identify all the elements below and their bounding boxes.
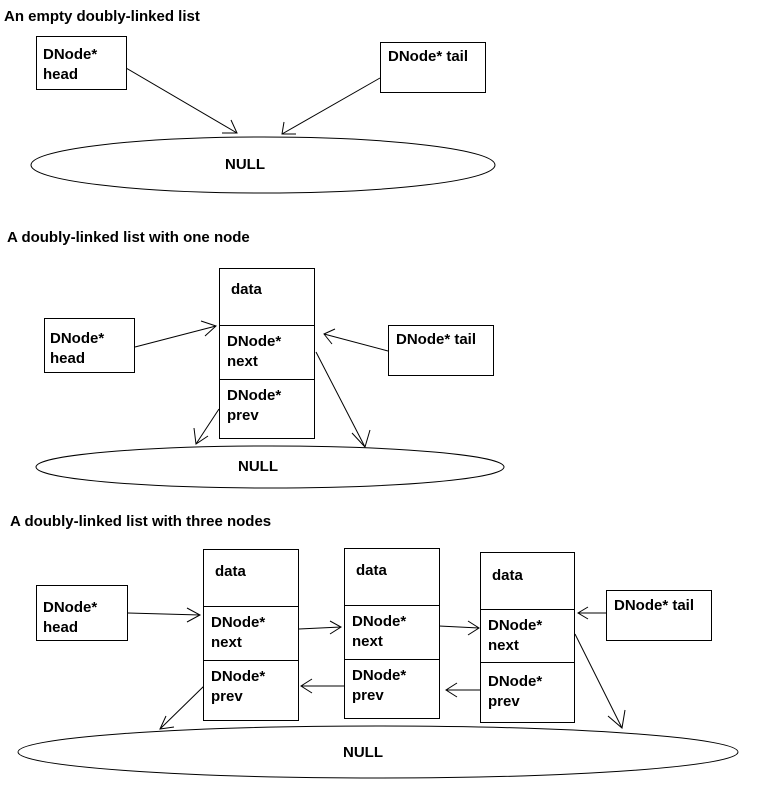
next-to-null-arrow — [315, 351, 366, 448]
node-prev-cell: DNode* prev — [481, 662, 574, 724]
node2-next-arrow — [438, 625, 480, 629]
arrowhead — [159, 715, 175, 730]
head-to-null-arrow — [125, 67, 238, 134]
node1-prev-to-null-arrow — [159, 685, 205, 730]
arrowhead — [300, 678, 313, 694]
node-prev-cell: DNode* prev — [220, 379, 314, 440]
node-prev-cell: DNode* prev — [204, 660, 298, 722]
head-pointer-box: DNode* head — [36, 36, 127, 90]
section-title-empty: An empty doubly-linked list — [4, 8, 200, 25]
node-data-label: data — [231, 281, 262, 298]
arrowhead — [222, 119, 238, 134]
node-data-cell: data — [220, 269, 314, 325]
head-pointer-box: DNode* head — [44, 318, 135, 373]
arrowhead — [467, 620, 480, 636]
tail-pointer-box: DNode* tail — [388, 325, 494, 376]
node-next-label: DNode* next — [488, 617, 543, 654]
tail-pointer-box: DNode* tail — [380, 42, 486, 93]
head-pointer-box: DNode* head — [36, 585, 128, 641]
arrowhead — [186, 607, 202, 623]
tail-to-null-arrow — [281, 77, 381, 135]
node-next-label: DNode* next — [352, 613, 407, 650]
node-next-cell: DNode* next — [481, 609, 574, 662]
list-node: data DNode* next DNode* prev — [219, 268, 315, 439]
list-node-2: data DNode* next DNode* prev — [344, 548, 440, 719]
tail-pointer-label: DNode* tail — [388, 48, 469, 65]
tail-pointer-label: DNode* tail — [614, 597, 695, 614]
node-prev-label: DNode* prev — [211, 668, 266, 705]
section-title-three-nodes: A doubly-linked list with three nodes — [10, 513, 272, 530]
arrowhead — [577, 606, 589, 620]
node-data-label: data — [492, 567, 523, 584]
node-data-cell: data — [204, 550, 298, 606]
arrowhead — [323, 328, 336, 345]
node-data-cell: data — [481, 553, 574, 609]
null-label: NULL — [238, 458, 278, 475]
arrowhead — [200, 320, 217, 337]
arrowhead — [281, 121, 296, 135]
head-pointer-label: DNode* head — [43, 599, 98, 636]
section-title-one-node: A doubly-linked list with one node — [7, 229, 250, 246]
node-prev-label: DNode* prev — [227, 387, 282, 424]
node-next-cell: DNode* next — [204, 606, 298, 660]
head-to-node-arrow — [134, 325, 217, 348]
node-prev-label: DNode* prev — [352, 667, 407, 704]
node-next-label: DNode* next — [227, 333, 282, 370]
node1-next-arrow — [298, 626, 342, 630]
arrowhead — [445, 682, 458, 698]
null-label: NULL — [343, 744, 383, 761]
node-data-label: data — [215, 563, 246, 580]
head-to-first-node-arrow — [127, 612, 201, 616]
node-prev-cell: DNode* prev — [345, 659, 439, 720]
node-next-label: DNode* next — [211, 614, 266, 651]
node-prev-label: DNode* prev — [488, 673, 543, 710]
arrowhead — [351, 429, 371, 448]
tail-pointer-box: DNode* tail — [606, 590, 712, 641]
tail-to-node-arrow — [323, 333, 389, 352]
arrowhead — [607, 709, 626, 729]
tail-pointer-label: DNode* tail — [396, 331, 477, 348]
node-data-label: data — [356, 562, 387, 579]
arrowhead — [193, 427, 209, 445]
null-label: NULL — [225, 156, 265, 173]
head-pointer-label: DNode* head — [43, 46, 98, 83]
arrowhead — [329, 620, 342, 635]
list-node-1: data DNode* next DNode* prev — [203, 549, 299, 721]
list-node-3: data DNode* next DNode* prev — [480, 552, 575, 723]
node-next-cell: DNode* next — [220, 325, 314, 379]
node-data-cell: data — [345, 549, 439, 605]
prev-to-null-arrow — [195, 408, 220, 445]
node3-next-to-null-arrow — [574, 633, 623, 729]
node-next-cell: DNode* next — [345, 605, 439, 659]
head-pointer-label: DNode* head — [50, 330, 105, 367]
